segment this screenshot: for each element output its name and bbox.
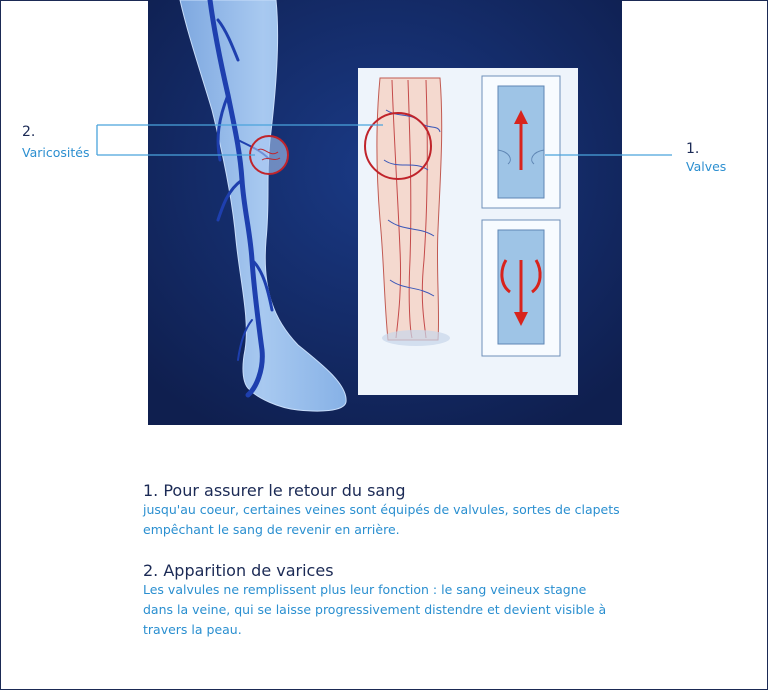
section-2-line: dans la veine, qui se laisse progressive… bbox=[143, 602, 607, 617]
section-2-title: 2. Apparition de varices bbox=[143, 561, 334, 580]
varicose-highlight-large bbox=[364, 112, 432, 180]
section-2-body: Les valvules ne remplissent plus leur fo… bbox=[143, 580, 623, 640]
leg-illustration bbox=[148, 0, 622, 425]
leg-silhouette bbox=[179, 0, 347, 412]
callout-label-valves: Valves bbox=[686, 159, 727, 174]
callout-label-varicosities: Varicosités bbox=[22, 145, 90, 160]
illustration-panel bbox=[148, 0, 622, 425]
section-1-line: empêchant le sang de revenir en arrière. bbox=[143, 522, 400, 537]
section-1-title: 1. Pour assurer le retour du sang bbox=[143, 481, 406, 500]
section-2-line: travers la peau. bbox=[143, 622, 242, 637]
callout-number-varicosities: 2. bbox=[22, 124, 36, 140]
callout-number-valves: 1. bbox=[686, 141, 700, 157]
section-1-body: jusqu'au coeur, certaines veines sont éq… bbox=[143, 500, 623, 540]
section-2-line: Les valvules ne remplissent plus leur fo… bbox=[143, 582, 587, 597]
section-1-line: jusqu'au coeur, certaines veines sont éq… bbox=[143, 502, 620, 517]
